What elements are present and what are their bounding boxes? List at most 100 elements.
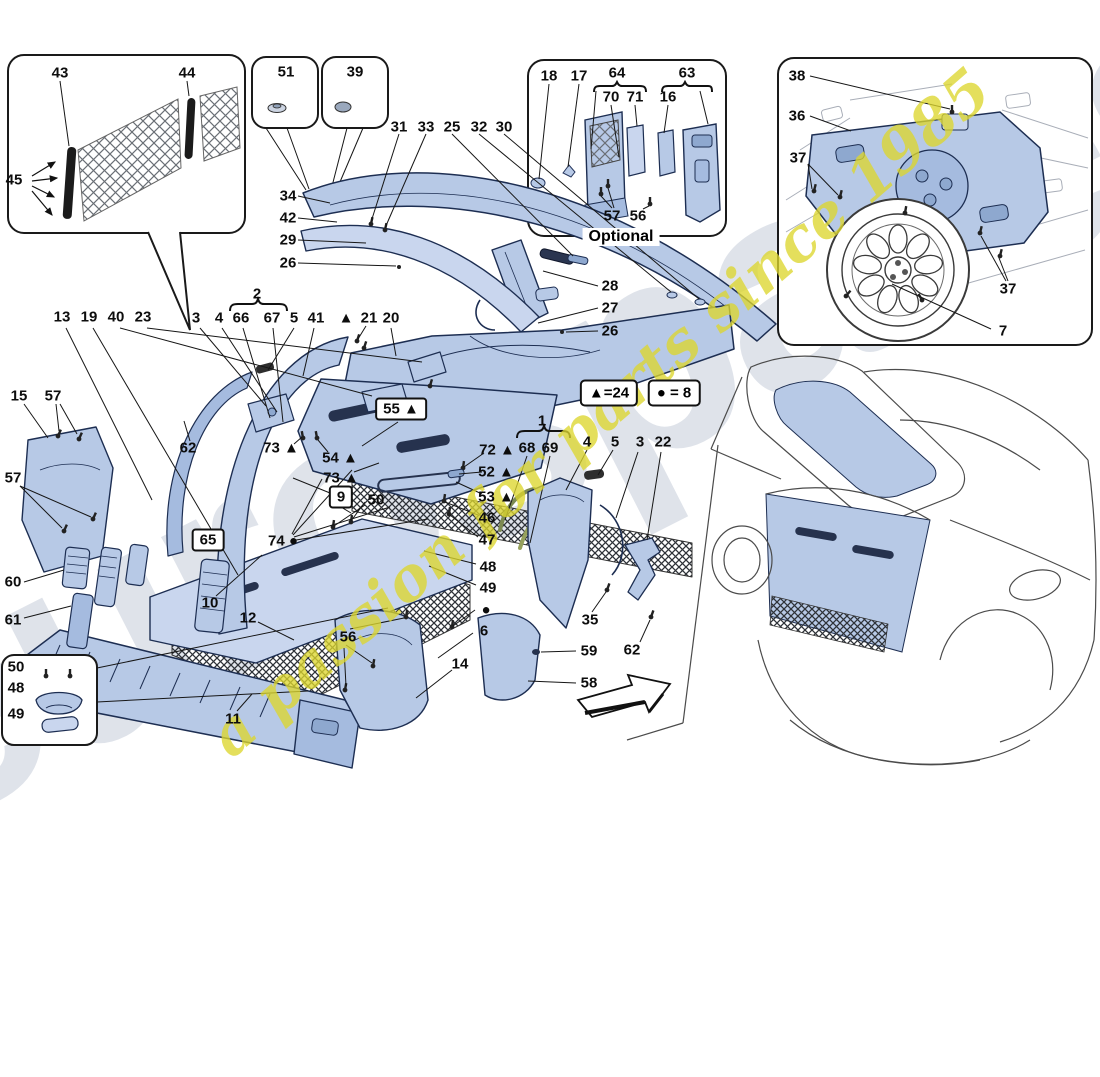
callout-left-26: 26 (279, 254, 297, 272)
diagram-artwork (1, 54, 1097, 769)
callout-main-tri21: ▲ (338, 309, 354, 327)
inset-clip39-box (321, 56, 389, 197)
callout-wheel-36: 36 (788, 107, 806, 125)
callout-left-42: 42 (279, 209, 297, 227)
callout-wheel-7: 7 (998, 322, 1008, 340)
callout-main-52: 52 ▲ (478, 463, 514, 481)
callout-main-58: 58 (580, 674, 598, 692)
callout-main-68: 68 (518, 439, 536, 457)
callout-main-69: 69 (541, 439, 559, 457)
callout-main-57a: 57 (44, 387, 62, 405)
callout-opt-18: 18 (540, 67, 558, 85)
callout-wheel-38: 38 (788, 67, 806, 85)
callout-main-48a: 48 (479, 558, 497, 576)
direction-arrow (576, 673, 672, 719)
callout-net-44: 44 (178, 64, 196, 82)
callout-main-54: 54 ▲ (322, 449, 358, 467)
callout-main-10: 10 (201, 594, 219, 612)
callout-main-59: 59 (580, 642, 598, 660)
callout-main-53: 53 ▲ (478, 488, 514, 506)
callout-top-25: 25 (443, 118, 461, 136)
callout-right-26: 26 (601, 322, 619, 340)
callout-main-46: 46 (478, 509, 496, 527)
callout-main-66: 66 (232, 309, 250, 327)
optional-label: Optional (582, 228, 660, 246)
callout-box-50: 50 (7, 658, 25, 676)
callout-main-41: 41 (307, 309, 325, 327)
callout-main-50a: 50 (367, 491, 385, 509)
parts-diagram-page: { "watermark": { "brand": "eurospares", … (0, 0, 1100, 894)
callout-main-15: 15 (10, 387, 28, 405)
callout-clip-39: 39 (346, 63, 364, 81)
callout-opt-63: 63 (678, 64, 696, 82)
callout-main-65: 65 (191, 528, 225, 552)
callout-main-60: 60 (4, 573, 22, 591)
inset-spare-wheel-box (777, 57, 1093, 346)
callout-opt-57: 57 (603, 207, 621, 225)
callout-main-6: 6 (479, 622, 489, 640)
callout-main-23: 23 (134, 308, 152, 326)
callout-main-3a: 3 (191, 309, 201, 327)
callout-box-48: 48 (7, 679, 25, 697)
callout-top-31: 31 (390, 118, 408, 136)
callout-main-74: 74 ● (268, 532, 298, 550)
callout-main-13: 13 (53, 308, 71, 326)
callout-wheel-37a: 37 (789, 149, 807, 167)
callout-left-34: 34 (279, 187, 297, 205)
callout-top-33: 33 (417, 118, 435, 136)
callout-main-5a: 5 (289, 309, 299, 327)
callout-opt-16: 16 (659, 88, 677, 106)
callout-main-73b: 73 ▲ (323, 469, 359, 487)
callout-opt-56: 56 (629, 207, 647, 225)
callout-top-32: 32 (470, 118, 488, 136)
callout-main-35: 35 (581, 611, 599, 629)
callout-main-dot: ● (481, 601, 491, 619)
inset-clip51-box (251, 56, 319, 191)
leader-lines (19, 133, 700, 712)
callout-main-19: 19 (80, 308, 98, 326)
exploded-parts (19, 172, 777, 769)
callout-main-4a: 4 (214, 309, 224, 327)
callout-main-56: 56 (339, 628, 357, 646)
callout-main-3b: 3 (635, 433, 645, 451)
callout-main-67: 67 (263, 309, 281, 327)
callout-main-62a: 62 (179, 439, 197, 457)
callout-wheel-37b: 37 (999, 280, 1017, 298)
callout-left-29: 29 (279, 231, 297, 249)
inset-optional-box (527, 59, 727, 237)
callout-main-62b: 62 (623, 641, 641, 659)
callout-main-40: 40 (107, 308, 125, 326)
callout-opt-71: 71 (626, 88, 644, 106)
callout-main-57b: 57 (4, 469, 22, 487)
callout-main-2: 2 (252, 285, 262, 303)
callout-net-43: 43 (51, 64, 69, 82)
callout-main-73a: 73 ▲ (263, 439, 299, 457)
callout-opt-64: 64 (608, 64, 626, 82)
callout-top-30: 30 (495, 118, 513, 136)
callout-right-28: 28 (601, 277, 619, 295)
callout-main-22: 22 (654, 433, 672, 451)
legend-dot: ● = 8 (647, 379, 701, 407)
callout-main-14: 14 (451, 655, 469, 673)
callout-box-49: 49 (7, 705, 25, 723)
callout-main-20: 20 (382, 309, 400, 327)
legend-triangle: ▲=24 (579, 379, 639, 407)
callout-opt-17: 17 (570, 67, 588, 85)
callout-main-61: 61 (4, 611, 22, 629)
inset-latch-box (1, 607, 389, 746)
callout-main-12: 12 (239, 609, 257, 627)
callout-main-47: 47 (478, 531, 496, 549)
callout-main-5b: 5 (610, 433, 620, 451)
callout-main-21: 21 (360, 309, 378, 327)
car-reference (626, 355, 1097, 766)
callout-main-55: 55 ▲ (375, 397, 427, 421)
callout-main-49a: 49 (479, 579, 497, 597)
inset-net-box (7, 54, 246, 331)
spare-wheel (826, 198, 970, 342)
callout-right-27: 27 (601, 299, 619, 317)
callout-opt-70: 70 (602, 88, 620, 106)
callout-net-45: 45 (5, 171, 23, 189)
callout-clip-51: 51 (277, 63, 295, 81)
callout-main-11: 11 (225, 710, 241, 728)
